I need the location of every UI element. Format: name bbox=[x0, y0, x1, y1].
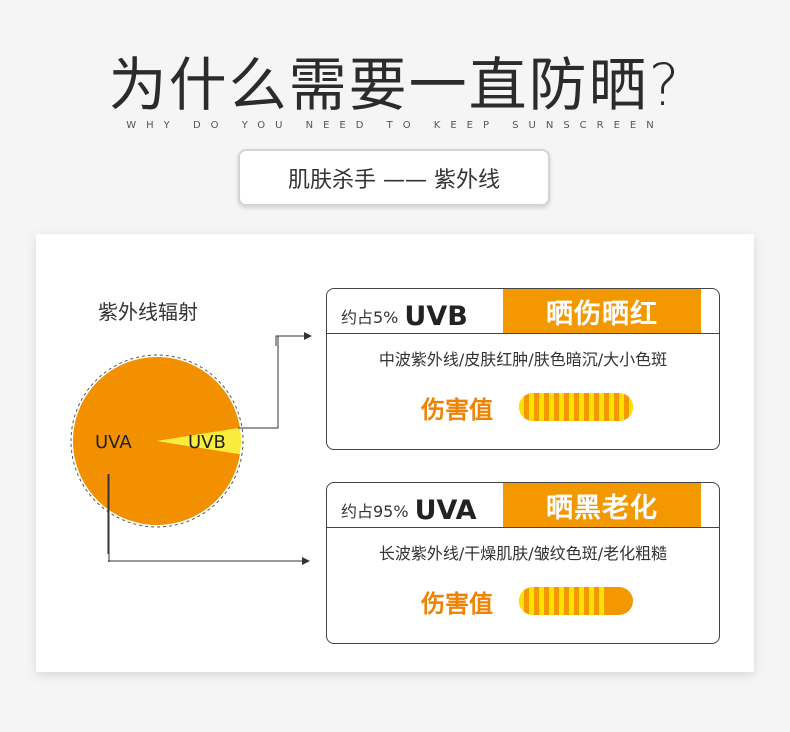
pie-slice-uva bbox=[73, 357, 240, 525]
uva-arrow bbox=[108, 557, 310, 565]
uva-drop-line bbox=[108, 474, 110, 562]
harm-bar bbox=[519, 587, 633, 615]
uvb-card: 约占5%UVB 晒伤晒红 中波紫外线/皮肤红肿/肤色暗沉/大小色斑 伤害值 bbox=[326, 288, 720, 450]
card-description: 中波紫外线/皮肤红肿/肤色暗沉/大小色斑 bbox=[378, 350, 668, 369]
uv-pie-chart bbox=[70, 354, 279, 554]
percentage-text: 约占95%UVA bbox=[341, 495, 477, 526]
uvb-arrow bbox=[275, 332, 312, 346]
pie-dashed-ring bbox=[70, 354, 244, 528]
harm-bar bbox=[519, 393, 633, 421]
uvb-link-line bbox=[238, 335, 286, 429]
uva-card: 约占95%UVA 晒黑老化 长波紫外线/干燥肌肤/皱纹色斑/老化粗糙 伤害值 bbox=[326, 482, 720, 644]
uva-slice-label: UVA bbox=[95, 432, 132, 453]
percentage-text: 约占5%UVB bbox=[341, 301, 468, 332]
effect-badge: 晒黑老化 bbox=[503, 483, 701, 527]
effect-badge: 晒伤晒红 bbox=[503, 289, 701, 333]
ray-name: UVB bbox=[404, 301, 468, 332]
harm-bar-fill bbox=[519, 393, 633, 421]
page-subtitle: WHY DO YOU NEED TO KEEP SUNSCREEN bbox=[126, 120, 664, 131]
uvb-slice-label: UVB bbox=[188, 432, 226, 453]
harm-label: 伤害值 bbox=[421, 590, 493, 618]
harm-label: 伤害值 bbox=[421, 396, 493, 424]
ray-name: UVA bbox=[414, 495, 477, 526]
pie-label: 紫外线辐射 bbox=[98, 300, 198, 324]
page-title: 为什么需要一直防晒? bbox=[108, 51, 682, 119]
card-description: 长波紫外线/干燥肌肤/皱纹色斑/老化粗糙 bbox=[378, 544, 668, 563]
uva-connector-line bbox=[107, 474, 109, 554]
card-header: 约占5%UVB 晒伤晒红 bbox=[327, 289, 719, 334]
harm-bar-fill bbox=[519, 587, 608, 615]
section-tag: 肌肤杀手 —— 紫外线 bbox=[238, 149, 550, 206]
pie-slice-uvb bbox=[157, 427, 241, 455]
card-header: 约占95%UVA 晒黑老化 bbox=[327, 483, 719, 528]
